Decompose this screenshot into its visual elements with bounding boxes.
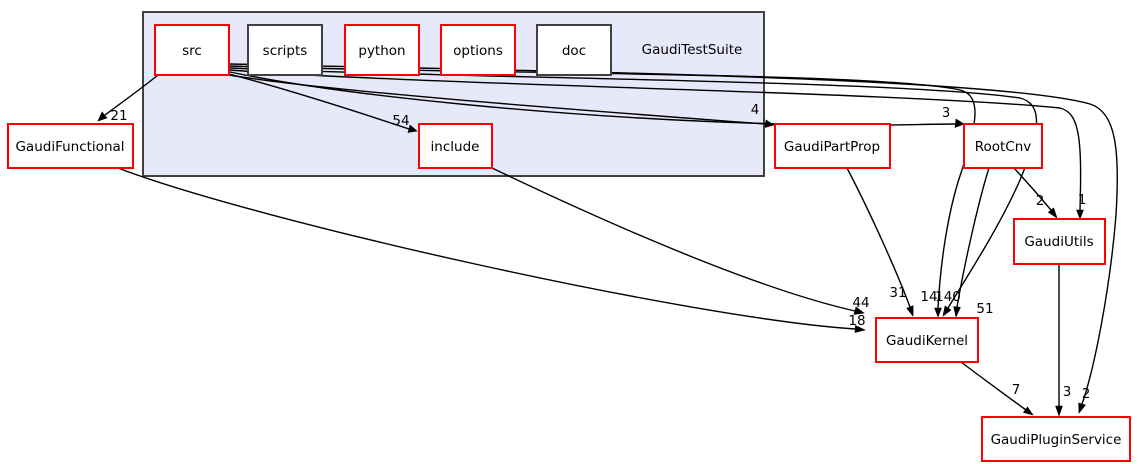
edge-label-src-gaudifunctional: 21: [110, 108, 127, 124]
edge-label-src-rootcnv: 3: [942, 105, 951, 121]
node-options-label: options: [453, 43, 503, 59]
node-src-rect[interactable]: [154, 24, 230, 76]
edge-include-to-gaudikernel: 44: [491, 167, 870, 315]
edge-src-to-include: 54: [228, 73, 418, 133]
edge-label-src-gaudikernel-140: 140: [935, 289, 961, 305]
node-gaudiutils[interactable]: GaudiUtils: [1013, 218, 1106, 265]
node-options-rect[interactable]: [440, 24, 516, 76]
node-options[interactable]: options: [440, 24, 516, 76]
node-gaudipluginservice-label: GaudiPluginService: [991, 432, 1122, 448]
node-rootcnv-label: RootCnv: [975, 139, 1032, 155]
node-scripts-rect[interactable]: [247, 24, 323, 76]
node-include-label: include: [431, 139, 480, 155]
edge-label-gaudiutils-gaudipluginservice: 3: [1063, 384, 1072, 400]
node-python-label: python: [358, 43, 405, 59]
node-gaudiutils-rect[interactable]: [1013, 218, 1106, 265]
edge-label-src-gaudiutils: 1: [1078, 192, 1087, 208]
node-include-rect[interactable]: [418, 123, 493, 169]
edge-label-src-gaudipartprop: 4: [751, 102, 760, 118]
node-python[interactable]: python: [344, 24, 420, 76]
node-gaudikernel[interactable]: GaudiKernel: [875, 317, 979, 363]
node-gaudipartprop-label: GaudiPartProp: [784, 139, 880, 155]
node-gaudikernel-label: GaudiKernel: [886, 333, 968, 349]
edge-label-rootcnv-gaudikernel: 51: [976, 301, 993, 317]
edge-src-to-rootcnv: 3: [229, 71, 965, 128]
node-rootcnv-rect[interactable]: [963, 123, 1043, 169]
node-scripts[interactable]: scripts: [247, 24, 323, 76]
node-gaudikernel-rect[interactable]: [875, 317, 979, 363]
edge-gaudikernel-to-gaudipluginservice: 7: [960, 361, 1034, 416]
edge-rootcnv-to-gaudiutils: 2: [1013, 167, 1058, 219]
edge-label-gaudifunctional-gaudikernel: 18: [848, 313, 865, 329]
edge-src-to-gaudifunctional: 21: [97, 74, 159, 124]
cluster-label: GaudiTestSuite: [642, 42, 743, 58]
node-doc-label: doc: [562, 43, 586, 59]
node-doc-rect[interactable]: [536, 24, 612, 76]
edge-src-to-gaudiutils: 1: [229, 69, 1087, 220]
node-doc[interactable]: doc: [536, 24, 612, 76]
node-src-label: src: [182, 43, 202, 59]
edge-gaudifunctional-to-gaudikernel: 18: [117, 167, 866, 333]
node-gaudipluginservice-rect[interactable]: [981, 416, 1131, 462]
edge-label-src-gaudikernel-14: 14: [920, 289, 937, 305]
node-python-rect[interactable]: [344, 24, 420, 76]
edge-gaudipartprop-to-gaudikernel: 31: [846, 167, 914, 317]
edge-gaudiutils-to-gaudipluginservice: 3: [1055, 264, 1072, 417]
node-gaudipartprop-rect[interactable]: [774, 123, 891, 169]
node-include[interactable]: include: [418, 123, 493, 169]
edge-label-gaudikernel-gaudipluginservice: 7: [1012, 382, 1021, 398]
node-gaudipluginservice[interactable]: GaudiPluginService: [981, 416, 1131, 462]
node-gaudifunctional[interactable]: GaudiFunctional: [7, 123, 134, 169]
node-gaudifunctional-label: GaudiFunctional: [15, 139, 124, 155]
nodes-layer: src scripts python options doc GaudiFunc: [7, 24, 1131, 462]
edge-label-include-gaudikernel: 44: [852, 295, 869, 311]
node-scripts-label: scripts: [263, 43, 308, 59]
edge-label-src-gaudipluginservice: 2: [1082, 386, 1091, 402]
edge-label-rootcnv-gaudiutils: 2: [1036, 193, 1045, 209]
node-src[interactable]: src: [154, 24, 230, 76]
node-rootcnv[interactable]: RootCnv: [963, 123, 1043, 169]
node-gaudipartprop[interactable]: GaudiPartProp: [774, 123, 891, 169]
node-gaudifunctional-rect[interactable]: [7, 123, 134, 169]
node-gaudiutils-label: GaudiUtils: [1024, 234, 1093, 250]
edge-label-gaudipartprop-gaudikernel: 31: [889, 285, 906, 301]
edge-rootcnv-to-gaudikernel: 51: [953, 167, 994, 318]
edge-label-src-include: 54: [392, 113, 409, 129]
edge-src-to-gaudipluginservice: 2: [229, 63, 1118, 414]
